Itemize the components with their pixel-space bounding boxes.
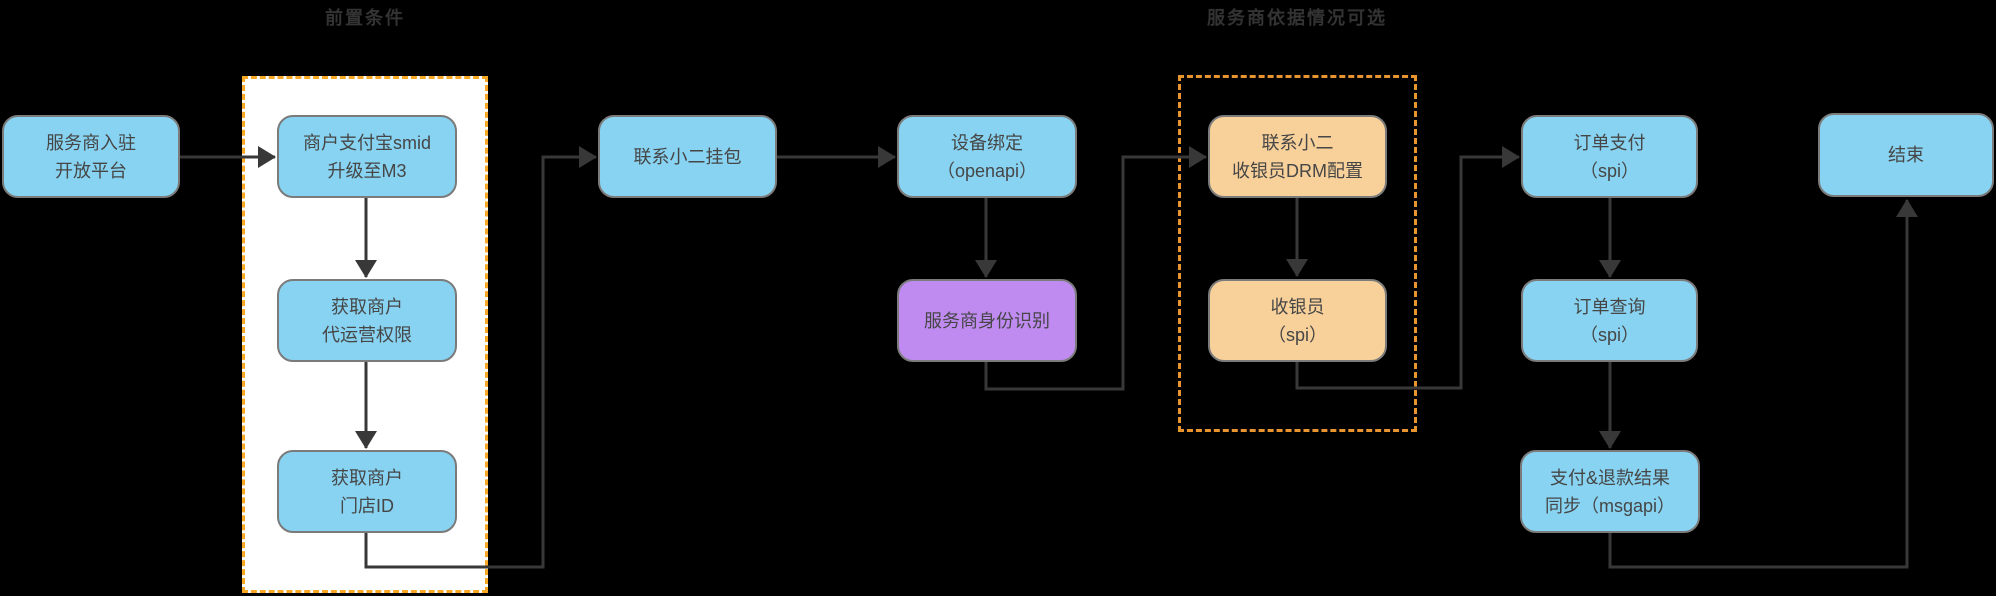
connector-store-id-to-contact-package	[364, 146, 597, 569]
node-text-line: 获取商户	[331, 467, 403, 488]
node-text-line: 门店ID	[340, 495, 394, 516]
node-text-line: 收银员DRM配置	[1232, 160, 1363, 181]
node-device-binding: 设备绑定 （openapi）	[897, 115, 1077, 198]
node-contact-xiaoer-drm-config: 联系小二 收银员DRM配置	[1208, 115, 1387, 198]
node-store-id: 获取商户 门店ID	[277, 450, 457, 533]
node-text-line: 服务商入驻	[46, 132, 136, 153]
node-text-line: 收银员	[1270, 296, 1325, 317]
node-text-line: 商户支付宝smid	[302, 132, 431, 153]
node-smid-upgrade: 商户支付宝smid 升级至M3	[277, 115, 457, 198]
node-text-line: 开放平台	[55, 160, 127, 181]
node-text-line: 联系小二挂包	[633, 146, 742, 167]
node-text-line: 支付&退款结果	[1549, 467, 1670, 488]
node-text-line: 同步（msgapi）	[1544, 495, 1676, 516]
node-text-line: 订单支付	[1573, 132, 1646, 153]
node-text-line: 订单查询	[1573, 296, 1646, 317]
connector-provider-identity-to-contact-drm	[984, 146, 1207, 391]
node-order-pay-spi: 订单支付 （spi）	[1521, 115, 1698, 198]
node-end: 结束	[1818, 113, 1994, 197]
node-text-line: 服务商身份识别	[924, 310, 1050, 331]
node-order-query-spi: 订单查询 （spi）	[1521, 279, 1698, 362]
connector-cashier-to-order-pay	[1295, 146, 1520, 390]
node-agent-operation-permission: 获取商户 代运营权限	[277, 279, 457, 362]
node-text-line: （spi）	[1267, 324, 1327, 345]
node-contact-xiaoer-package: 联系小二挂包	[598, 115, 777, 198]
node-text-line: （spi）	[1579, 324, 1639, 345]
optional-group	[1178, 75, 1417, 432]
node-cashier-spi: 收银员 （spi）	[1208, 279, 1387, 362]
node-provider-identity: 服务商身份识别	[897, 279, 1077, 362]
node-text-line: 设备绑定	[951, 132, 1023, 153]
node-text-line: （openapi）	[936, 160, 1038, 181]
node-text-line: 结束	[1888, 145, 1924, 165]
node-pay-refund-result-sync: 支付&退款结果 同步（msgapi）	[1520, 450, 1700, 533]
precondition-group-label: 前置条件	[325, 8, 405, 28]
connector-sync-to-end	[1608, 199, 1918, 569]
node-text-line: 代运营权限	[322, 324, 412, 345]
node-provider-onboarding: 服务商入驻 开放平台	[2, 115, 180, 198]
optional-group-label: 服务商依据情况可选	[1207, 8, 1387, 28]
node-text-line: 联系小二	[1261, 132, 1334, 153]
node-text-line: 获取商户	[331, 296, 403, 317]
node-text-line: 升级至M3	[327, 160, 407, 181]
node-text-line: （spi）	[1579, 160, 1639, 181]
